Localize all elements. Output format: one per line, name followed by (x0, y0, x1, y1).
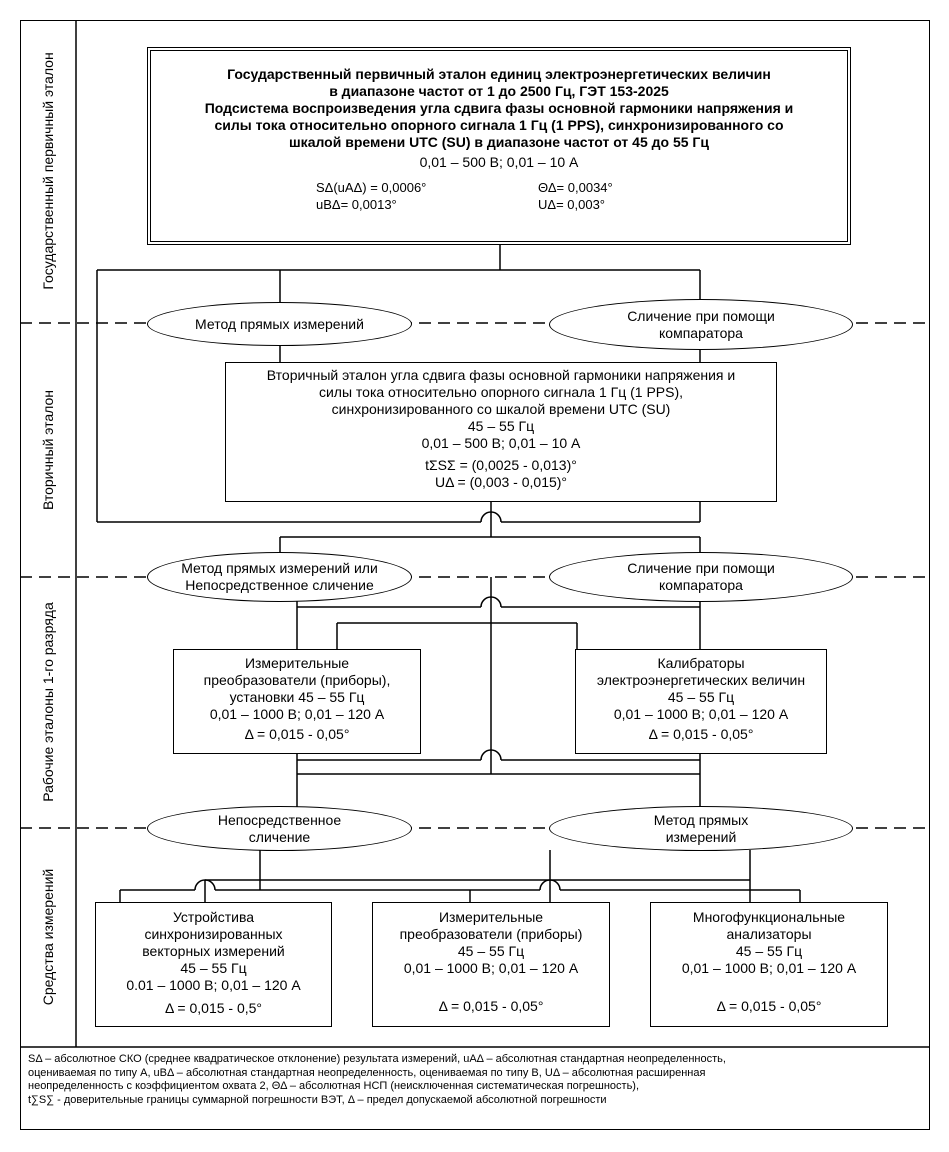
instrument-delta: Δ = 0,015 - 0,5° (164, 1000, 263, 1016)
instrument-delta: Δ = 0,015 - 0,05° (716, 998, 822, 1014)
instrument-title: анализаторы (726, 926, 812, 942)
working-title: преобразователи (приборы), (203, 672, 391, 688)
param-s-delta: SΔ(uAΔ) = 0,0006° (316, 180, 427, 195)
primary-title: в диапазоне частот от 1 до 2500 Гц, ГЭТ … (329, 83, 669, 99)
working-range: 0,01 – 1000 В; 0,01 – 120 А (209, 706, 385, 722)
instrument-title: векторных измерений (142, 943, 285, 959)
working-title: Измерительные (244, 655, 350, 671)
working-frequency: 45 – 55 Гц (667, 689, 735, 705)
instrument-title: преобразователи (приборы) (399, 926, 583, 942)
instrument-frequency: 45 – 55 Гц (735, 943, 803, 959)
working-standard-box: Измерительные преобразователи (приборы),… (173, 649, 421, 754)
instrument-title: синхронизированных (144, 926, 283, 942)
oval-label: измерений (665, 828, 737, 845)
param-u-b-delta: uBΔ= 0,0013° (316, 197, 397, 212)
oval-label: Непосредственное сличение (185, 577, 374, 593)
oval-label: компаратора (659, 577, 743, 593)
param-u-delta: UΔ= 0,003° (538, 197, 606, 212)
instrument-title: Устройстива (172, 909, 255, 925)
instrument-box: Устройстива синхронизированных векторных… (95, 902, 332, 1027)
instrument-range: 0.01 – 1000 В; 0,01 – 120 А (126, 977, 301, 993)
instrument-title: Измерительные (438, 909, 544, 925)
oval-label: Метод прямых (653, 811, 749, 828)
oval-label: Непосредственное (217, 811, 342, 828)
working-title: установки 45 – 55 Гц (229, 689, 365, 705)
primary-subsystem: силы тока относительно опорного сигнала … (214, 117, 784, 133)
secondary-range: 0,01 – 500 В; 0,01 – 10 А (421, 435, 581, 451)
working-title: Калибраторы (657, 655, 745, 671)
working-delta: Δ = 0,015 - 0,05° (244, 726, 350, 742)
method-oval: Метод прямых измерений (147, 302, 412, 346)
working-title: электроэнергетических величин (596, 672, 806, 688)
instrument-range: 0,01 – 1000 В; 0,01 – 120 А (403, 960, 579, 976)
oval-label: компаратора (659, 324, 743, 341)
oval-label: Метод прямых измерений или (181, 560, 378, 576)
secondary-title: силы тока относительно опорного сигнала … (318, 384, 684, 400)
primary-standard-box: Государственный первичный эталон единиц … (147, 47, 851, 245)
oval-label: Сличение при помощи (627, 560, 775, 576)
secondary-frequency: 45 – 55 Гц (467, 418, 535, 434)
working-range: 0,01 – 1000 В; 0,01 – 120 А (613, 706, 789, 722)
working-delta: Δ = 0,015 - 0,05° (648, 726, 754, 742)
secondary-param-ts: tΣSΣ = (0,0025 - 0,013)° (425, 457, 577, 473)
instrument-box: Измерительные преобразователи (приборы) … (372, 902, 610, 1027)
legend: SΔ – абсолютное СКО (среднее квадратичес… (20, 1047, 930, 1107)
primary-subsystem: Подсистема воспроизведения угла сдвига ф… (204, 100, 794, 116)
working-standard-box: Калибраторы электроэнергетических величи… (575, 649, 827, 754)
oval-label: Метод прямых измерений (195, 315, 364, 332)
legend-line: оцениваемая по типу А, uBΔ – абсолютная … (28, 1066, 706, 1079)
instrument-delta: Δ = 0,015 - 0,05° (438, 998, 544, 1014)
legend-line: SΔ – абсолютное СКО (среднее квадратичес… (28, 1053, 726, 1065)
oval-label: сличение (248, 828, 311, 845)
instrument-range: 0,01 – 1000 В; 0,01 – 120 А (681, 960, 857, 976)
param-theta-delta: ΘΔ= 0,0034° (538, 180, 613, 195)
secondary-standard-box: Вторичный эталон угла сдвига фазы основн… (225, 362, 777, 502)
secondary-title: синхронизированного со шкалой времени UT… (331, 401, 671, 417)
primary-range: 0,01 – 500 В; 0,01 – 10 А (419, 154, 579, 170)
instrument-frequency: 45 – 55 Гц (457, 943, 525, 959)
secondary-param-u: UΔ = (0,003 - 0,015)° (434, 474, 568, 490)
primary-subsystem: шкалой времени UTC (SU) в диапазоне част… (289, 134, 709, 150)
diagram-frame (20, 20, 930, 1130)
oval-label: Сличение при помощи (627, 307, 775, 324)
instrument-box: Многофункциональные анализаторы 45 – 55 … (650, 902, 888, 1027)
secondary-title: Вторичный эталон угла сдвига фазы основн… (266, 367, 736, 383)
instrument-frequency: 45 – 55 Гц (180, 960, 247, 976)
instrument-title: Многофункциональные (692, 909, 846, 925)
primary-title: Государственный первичный эталон единиц … (227, 66, 771, 82)
legend-line: t∑S∑ - доверительные границы суммарной п… (28, 1093, 607, 1106)
legend-line: неопределенность с коэффициентом охвата … (28, 1080, 640, 1092)
